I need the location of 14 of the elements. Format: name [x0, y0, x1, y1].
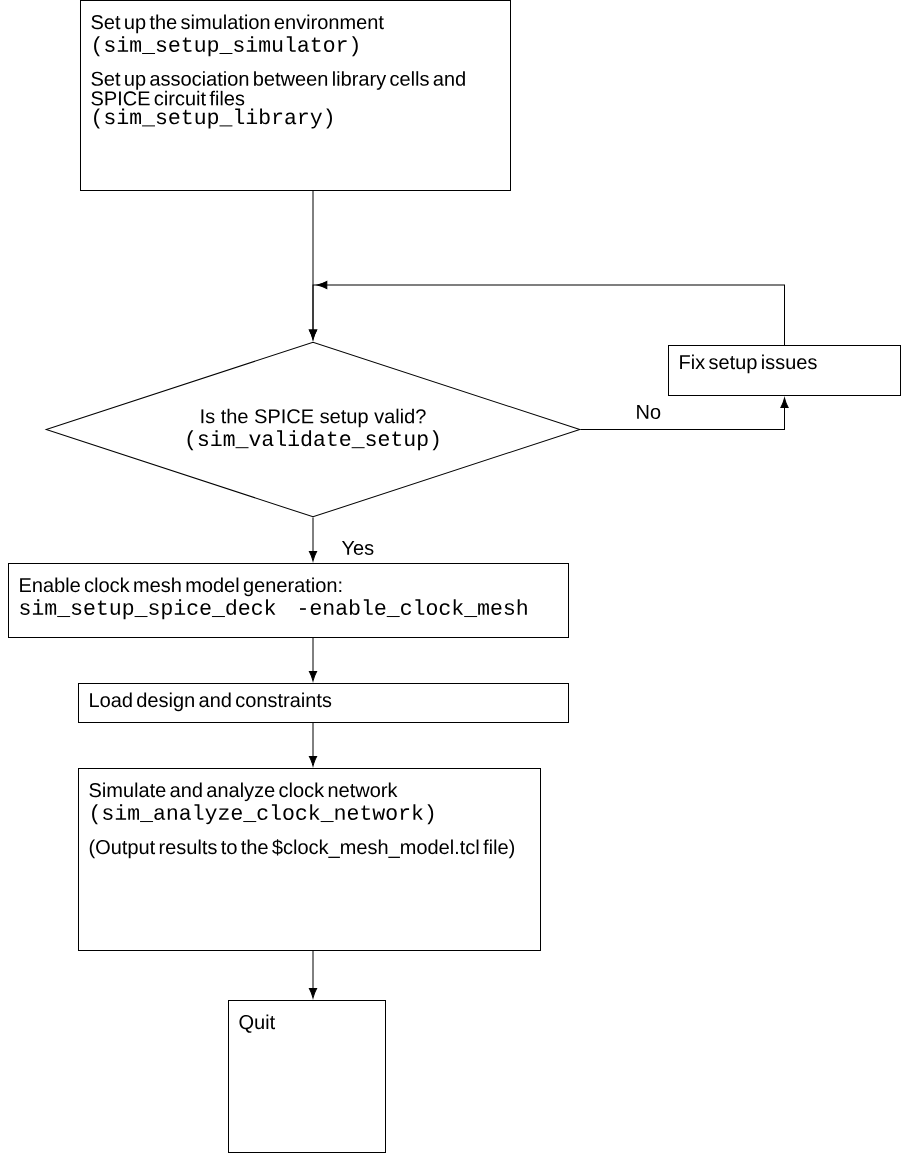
process-box: Set up the simulation environment (sim_setup_simulator) Set up association between library cells and SPICE circuit files (sim_setup_library) — [80, 0, 511, 191]
arrow — [308, 722, 318, 767]
process-box: Fix setup issues — [668, 345, 901, 396]
process-box: Enable clock mesh model generation: sim_setup_spice_deck -enable_clock_mesh — [8, 563, 569, 638]
edge-label: No — [633, 403, 664, 421]
arrow — [308, 517, 318, 562]
arrow — [308, 950, 318, 999]
process-box: Load design and constraints — [78, 683, 569, 723]
arrow — [308, 637, 318, 682]
edge-label: Yes — [339, 539, 377, 557]
arrow — [308, 280, 785, 346]
process-box: Quit — [228, 1000, 386, 1153]
arrow — [580, 397, 789, 430]
process-box: Simulate and analyze clock network (sim_analyze_clock_network) (Output results to the $clock_mesh_model.tcl file) — [78, 768, 541, 951]
